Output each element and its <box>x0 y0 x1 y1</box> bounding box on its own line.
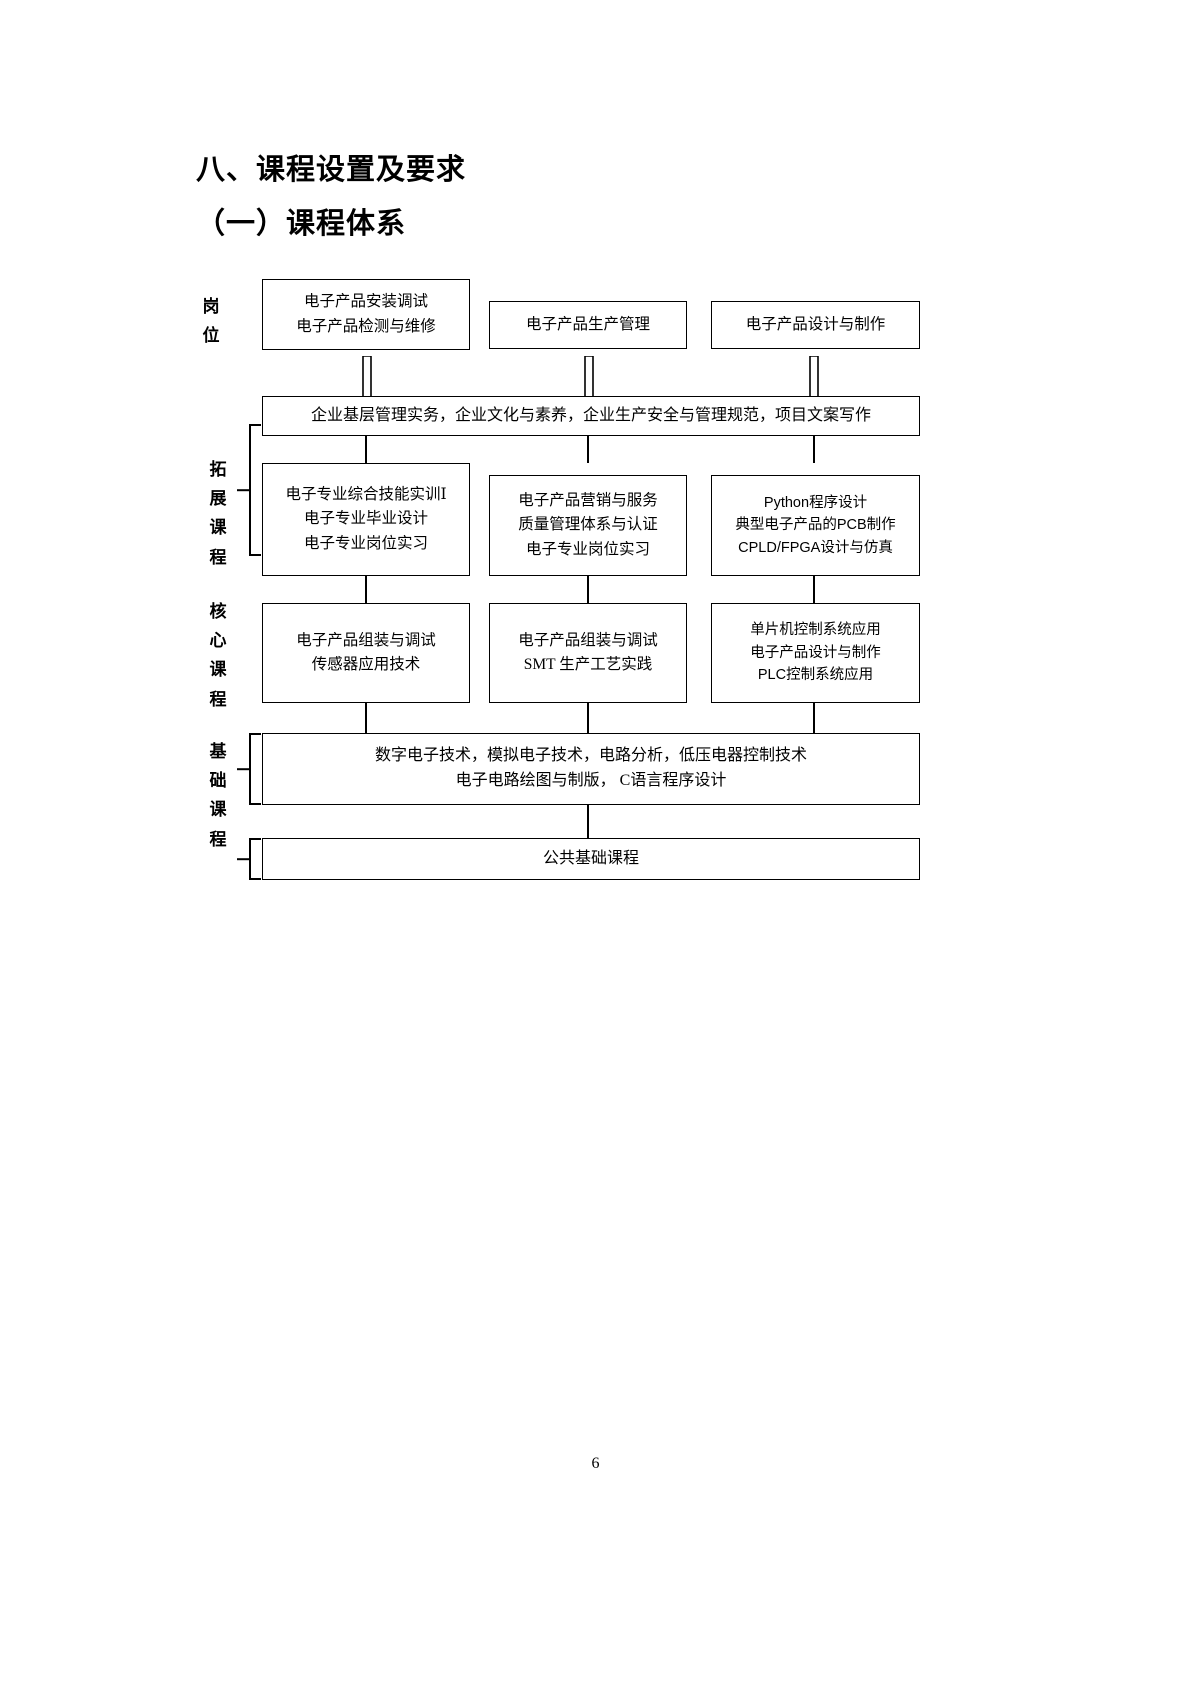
core-box-3: 单片机控制系统应用 电子产品设计与制作 PLC控制系统应用 <box>711 603 920 703</box>
row-label-foundation: 基础课程 <box>209 742 227 849</box>
core-box-3-line-1: 单片机控制系统应用 <box>750 622 881 639</box>
connector-ext-to-core-2 <box>587 576 589 603</box>
extension-box-3: Python程序设计 典型电子产品的PCB制作 CPLD/FPGA设计与仿真 <box>711 475 920 576</box>
extension-box-2-line-1: 电子产品营销与服务 <box>518 492 658 510</box>
bracket-foundation-2 <box>237 838 263 880</box>
connector-banner-to-ext-2 <box>587 436 589 463</box>
row-label-positions: 岗位 <box>202 297 220 346</box>
page-heading-sub: （一）课程体系 <box>196 208 407 240</box>
extension-box-3-line-2: 典型电子产品的PCB制作 <box>735 517 896 534</box>
position-box-2: 电子产品生产管理 <box>489 301 687 349</box>
position-box-2-line-1: 电子产品生产管理 <box>525 315 650 333</box>
extension-box-2-line-3: 电子专业岗位实习 <box>525 540 650 558</box>
connector-found1-to-found2 <box>587 805 589 838</box>
position-box-3-line-1: 电子产品设计与制作 <box>745 315 886 333</box>
row-label-extension: 拓展课程 <box>209 460 227 567</box>
foundation-box-1: 数字电子技术，模拟电子技术，电路分析，低压电器控制技术 电子电路绘图与制版， C… <box>262 733 920 805</box>
foundation-box-2-line-1: 公共基础课程 <box>542 849 639 867</box>
core-box-2-line-1: 电子产品组装与调试 <box>518 631 658 649</box>
core-box-1-line-2: 传感器应用技术 <box>311 656 421 673</box>
core-box-2: 电子产品组装与调试 SMT 生产工艺实践 <box>489 603 687 703</box>
core-box-1-line-1: 电子产品组装与调试 <box>296 631 436 649</box>
position-box-1-line-2: 电子产品检测与维修 <box>296 317 436 335</box>
connector-core-to-found-2 <box>587 703 589 733</box>
bracket-foundation-1 <box>237 733 263 805</box>
extension-box-2-line-2: 质量管理体系与认证 <box>518 516 658 534</box>
page-heading-main: 八、课程设置及要求 <box>196 154 467 186</box>
connector-core-to-found-1 <box>365 703 367 733</box>
position-box-3: 电子产品设计与制作 <box>711 301 920 349</box>
extension-box-2: 电子产品营销与服务 质量管理体系与认证 电子专业岗位实习 <box>489 475 687 576</box>
connector-core-to-found-3 <box>813 703 815 733</box>
extension-box-3-line-1: Python程序设计 <box>763 494 868 511</box>
core-box-3-line-2: 电子产品设计与制作 <box>750 644 881 661</box>
extension-box-1-line-1: 电子专业综合技能实训Ⅰ <box>285 486 447 504</box>
banner-box: 企业基层管理实务，企业文化与素养，企业生产安全与管理规范，项目文案写作 <box>262 396 920 436</box>
core-box-2-line-2: SMT 生产工艺实践 <box>523 656 653 673</box>
position-box-1: 电子产品安装调试 电子产品检测与维修 <box>262 279 470 350</box>
connector-ext-to-core-3 <box>813 576 815 603</box>
core-box-3-line-3: PLC控制系统应用 <box>757 667 874 684</box>
foundation-box-2: 公共基础课程 <box>262 838 920 880</box>
connector-banner-to-ext-1 <box>365 436 367 463</box>
extension-box-3-line-3: CPLD/FPGA设计与仿真 <box>738 539 893 556</box>
connector-banner-to-ext-3 <box>813 436 815 463</box>
extension-box-1: 电子专业综合技能实训Ⅰ 电子专业毕业设计 电子专业岗位实习 <box>262 463 470 576</box>
banner-text: 企业基层管理实务，企业文化与素养，企业生产安全与管理规范，项目文案写作 <box>310 406 871 424</box>
extension-box-1-line-2: 电子专业毕业设计 <box>303 510 428 528</box>
page-number: 6 <box>591 1455 600 1472</box>
extension-box-1-line-3: 电子专业岗位实习 <box>303 534 428 552</box>
bracket-extension <box>237 424 263 556</box>
row-label-core: 核心课程 <box>209 602 227 709</box>
foundation-box-1-line-2: 电子电路绘图与制版， C语言程序设计 <box>455 772 727 789</box>
position-box-1-line-1: 电子产品安装调试 <box>303 293 428 311</box>
foundation-box-1-line-1: 数字电子技术，模拟电子技术，电路分析，低压电器控制技术 <box>374 747 807 765</box>
connector-ext-to-core-1 <box>365 576 367 603</box>
core-box-1: 电子产品组装与调试 传感器应用技术 <box>262 603 470 703</box>
